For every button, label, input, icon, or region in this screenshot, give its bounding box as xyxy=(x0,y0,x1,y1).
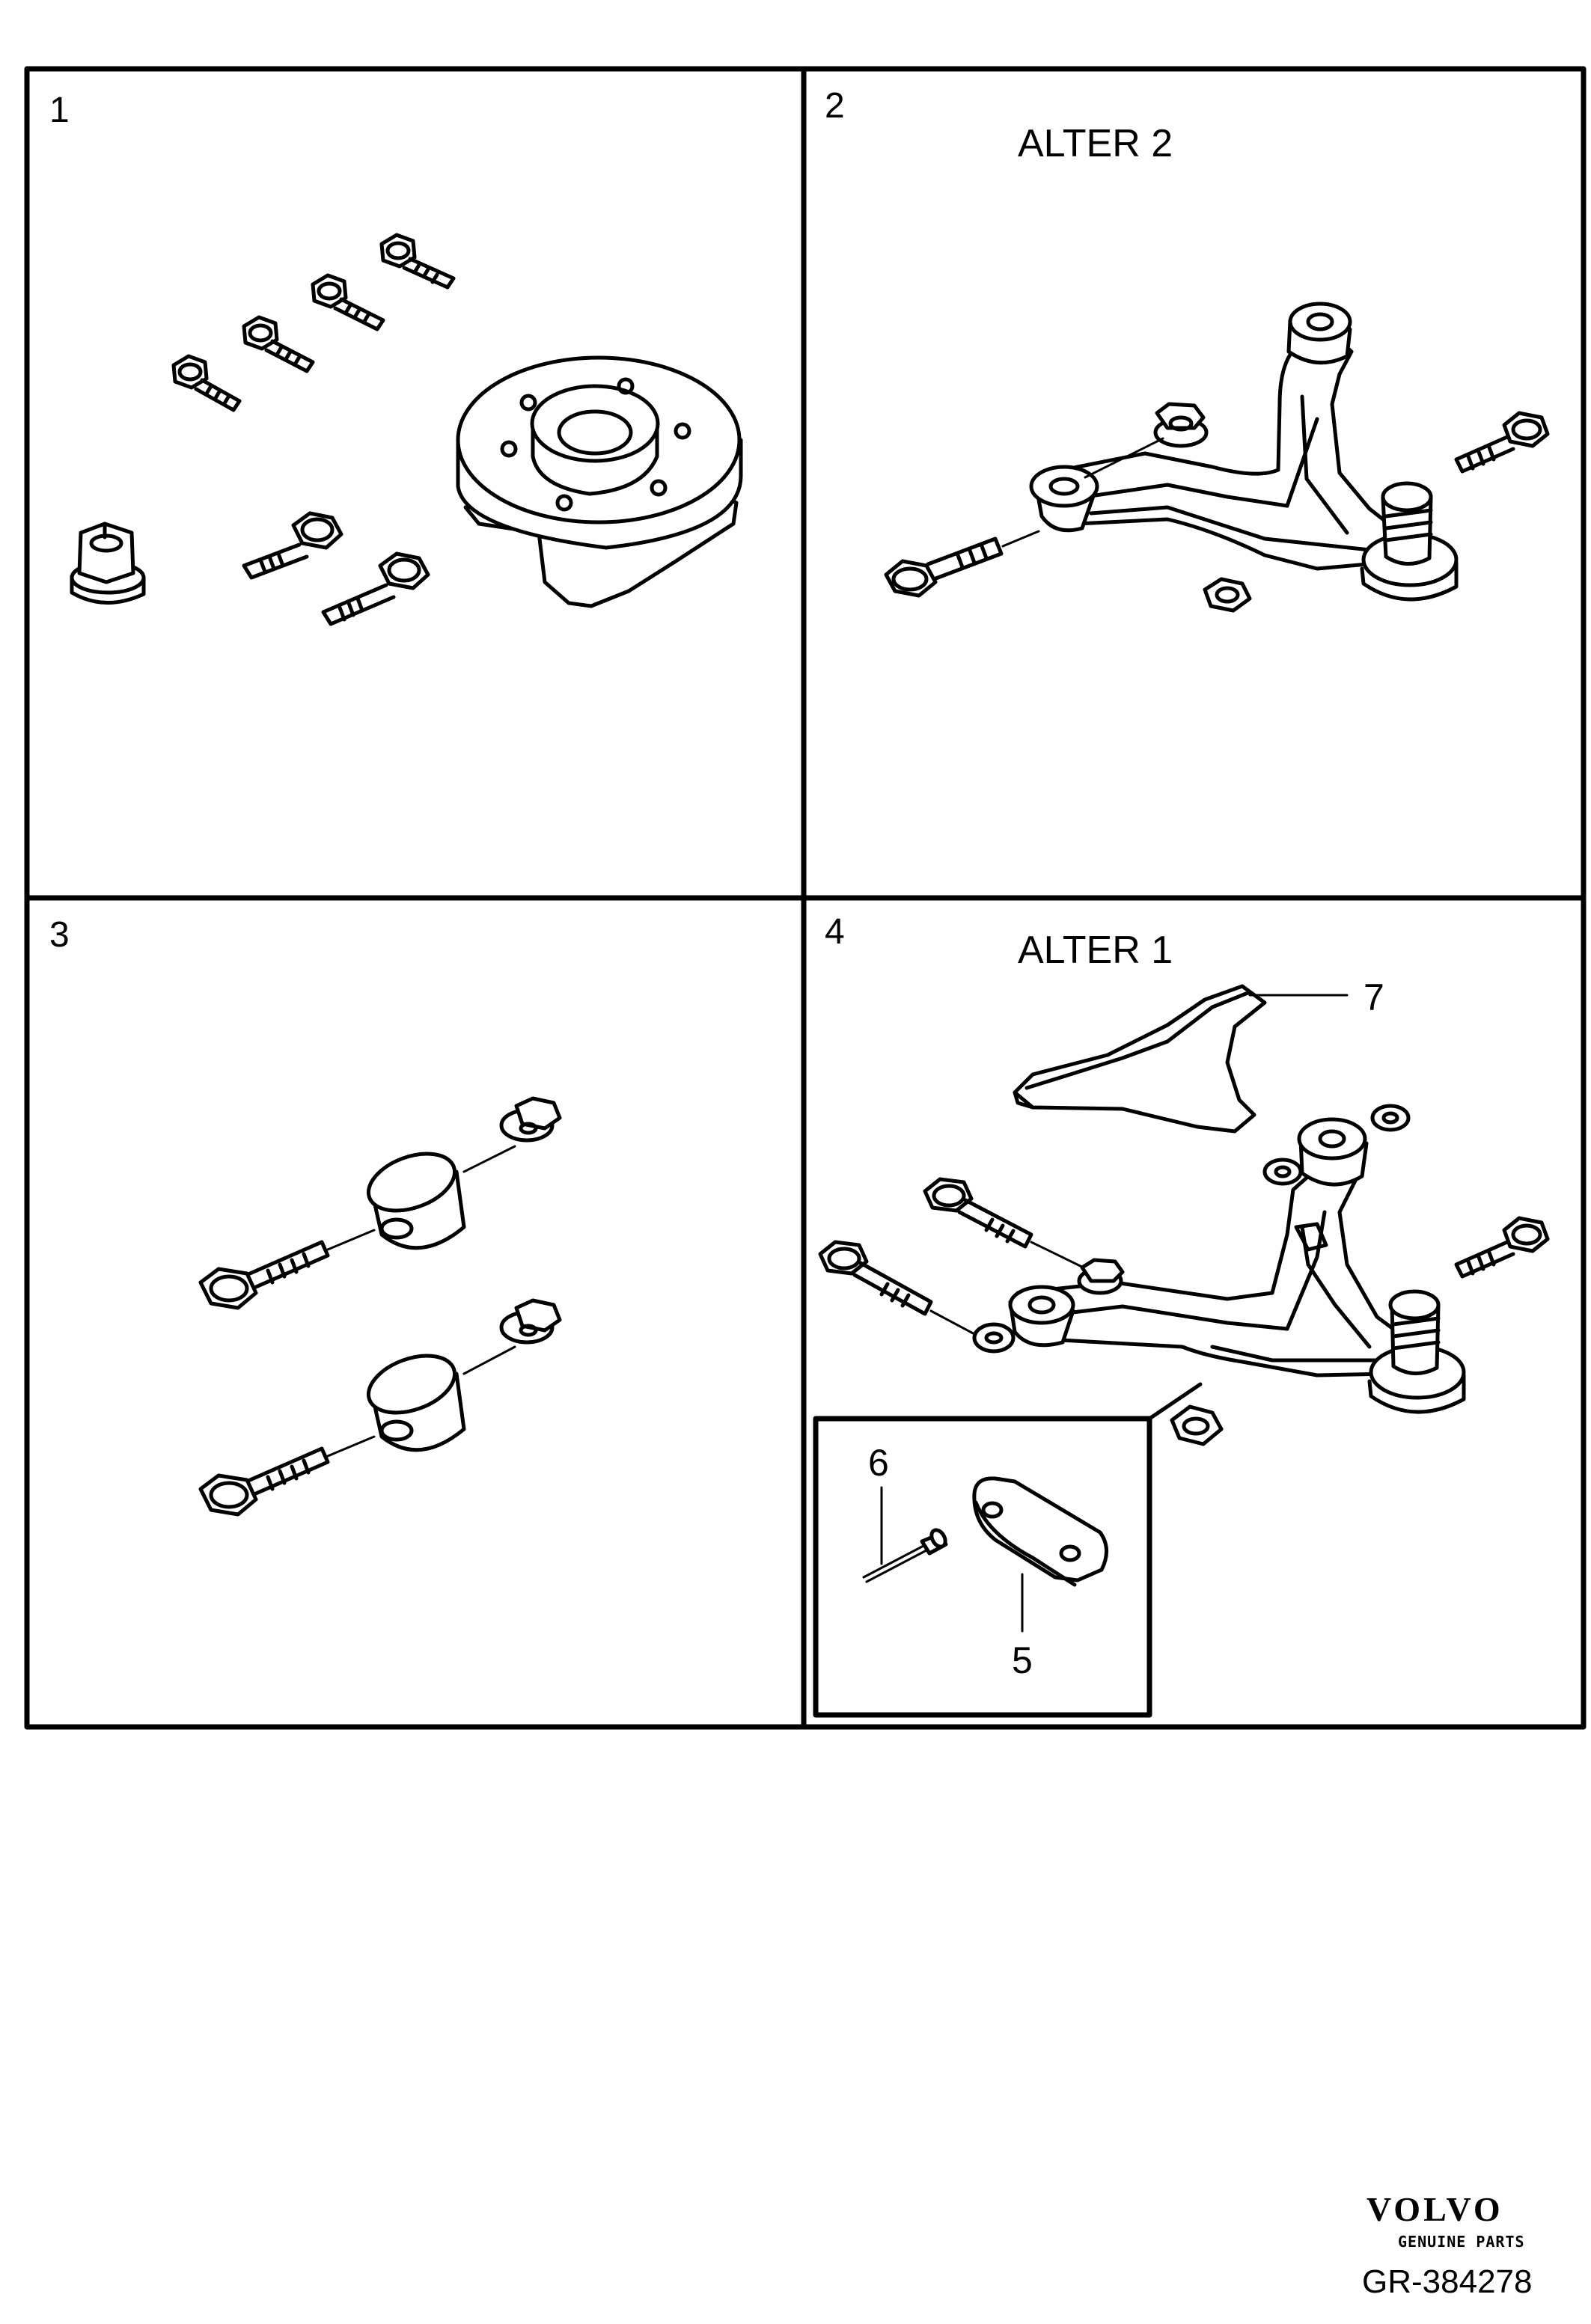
small-nut-icon xyxy=(1170,1404,1224,1446)
reinforcement-plate-icon xyxy=(972,1476,1108,1583)
rivet-icon xyxy=(862,1528,948,1583)
panel-number-4: 4 xyxy=(825,912,845,952)
flange-nut-icon xyxy=(1084,402,1209,479)
arm-bolt-icon xyxy=(818,1240,977,1336)
callout-7: 7 xyxy=(1364,976,1384,1018)
small-nut-icon xyxy=(1203,577,1252,613)
hub-bolt-icon xyxy=(379,233,456,290)
hub-bolt-icon xyxy=(171,354,242,412)
genuine-parts-label: GENUINE PARTS xyxy=(1398,2233,1525,2251)
control-arm-icon xyxy=(972,1104,1466,1414)
panel-number-3: 3 xyxy=(49,915,70,955)
hub-long-bolt-icon xyxy=(242,511,343,580)
arm-bolt-icon xyxy=(884,530,1040,598)
callout-5: 5 xyxy=(1012,1639,1033,1681)
volvo-logo: VOLVO xyxy=(1366,2190,1503,2228)
panel-grid xyxy=(24,66,1587,1730)
arm-bolt-icon xyxy=(923,1177,1094,1273)
panel-subtitle-alter-2: ALTER 2 xyxy=(1018,122,1173,165)
hub-bolt-icon xyxy=(311,273,385,331)
figure-id: GR-384278 xyxy=(1362,2263,1533,2300)
hub-long-bolt-icon xyxy=(321,551,430,626)
bushing-set-icon xyxy=(198,1298,562,1517)
panel-2-illustration xyxy=(884,302,1550,613)
ball-joint-bolt-icon xyxy=(1454,411,1550,474)
detail-inset xyxy=(813,1382,1203,1718)
panel-1-illustration xyxy=(70,233,743,626)
panel-3-illustration xyxy=(198,1096,562,1517)
ball-joint-bolt-icon xyxy=(1454,1216,1550,1279)
bushing-set-icon xyxy=(198,1096,562,1310)
panel-subtitle-alter-1: ALTER 1 xyxy=(1018,929,1173,972)
callout-6: 6 xyxy=(868,1442,889,1484)
control-arm-icon xyxy=(1029,302,1459,602)
panel-number-2: 2 xyxy=(825,86,845,126)
splash-shield-icon xyxy=(1013,984,1267,1134)
flange-nut-icon xyxy=(1077,1258,1125,1295)
panel-number-1: 1 xyxy=(49,91,70,130)
lock-nut-icon xyxy=(70,522,146,605)
hub-bolt-icon xyxy=(242,315,315,373)
panel-4-illustration xyxy=(813,984,1550,1718)
wheel-hub-icon xyxy=(456,355,743,608)
